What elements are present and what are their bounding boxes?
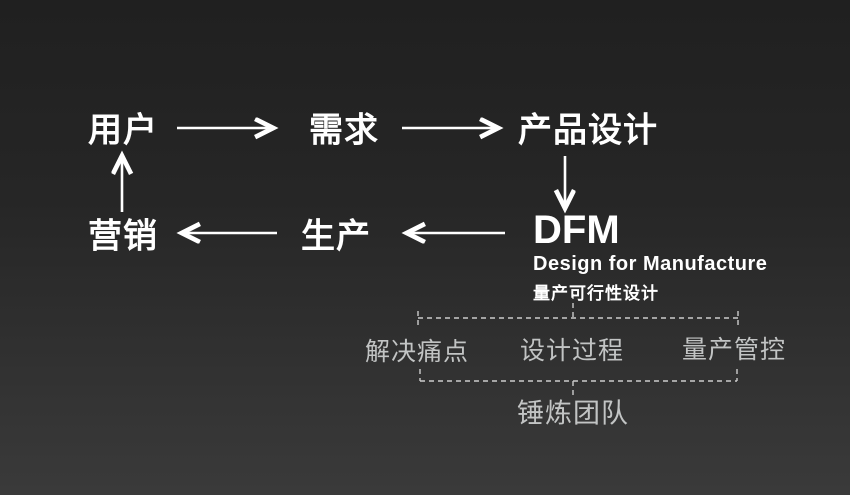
scope-item-production-control: 量产管控 bbox=[681, 336, 787, 364]
dfm-title: DFM bbox=[533, 208, 620, 252]
dfm-subtitle-chinese: 量产可行性设计 bbox=[533, 284, 659, 303]
scope-item-pain-points: 解决痛点 bbox=[364, 338, 470, 366]
dfm-subtitle-english: Design for Manufacture bbox=[533, 253, 768, 275]
scope-result-team: 锤炼团队 bbox=[517, 398, 629, 429]
flow-node-marketing: 营销 bbox=[88, 217, 158, 256]
flow-node-user: 用户 bbox=[88, 111, 158, 150]
scope-item-design-process: 设计过程 bbox=[519, 337, 625, 365]
flow-node-production: 生产 bbox=[301, 217, 371, 256]
flow-node-product-design: 产品设计 bbox=[518, 111, 658, 150]
dfm-block: DFM Design for Manufacture 量产可行性设计 bbox=[533, 210, 767, 304]
flow-node-demand: 需求 bbox=[309, 111, 379, 150]
